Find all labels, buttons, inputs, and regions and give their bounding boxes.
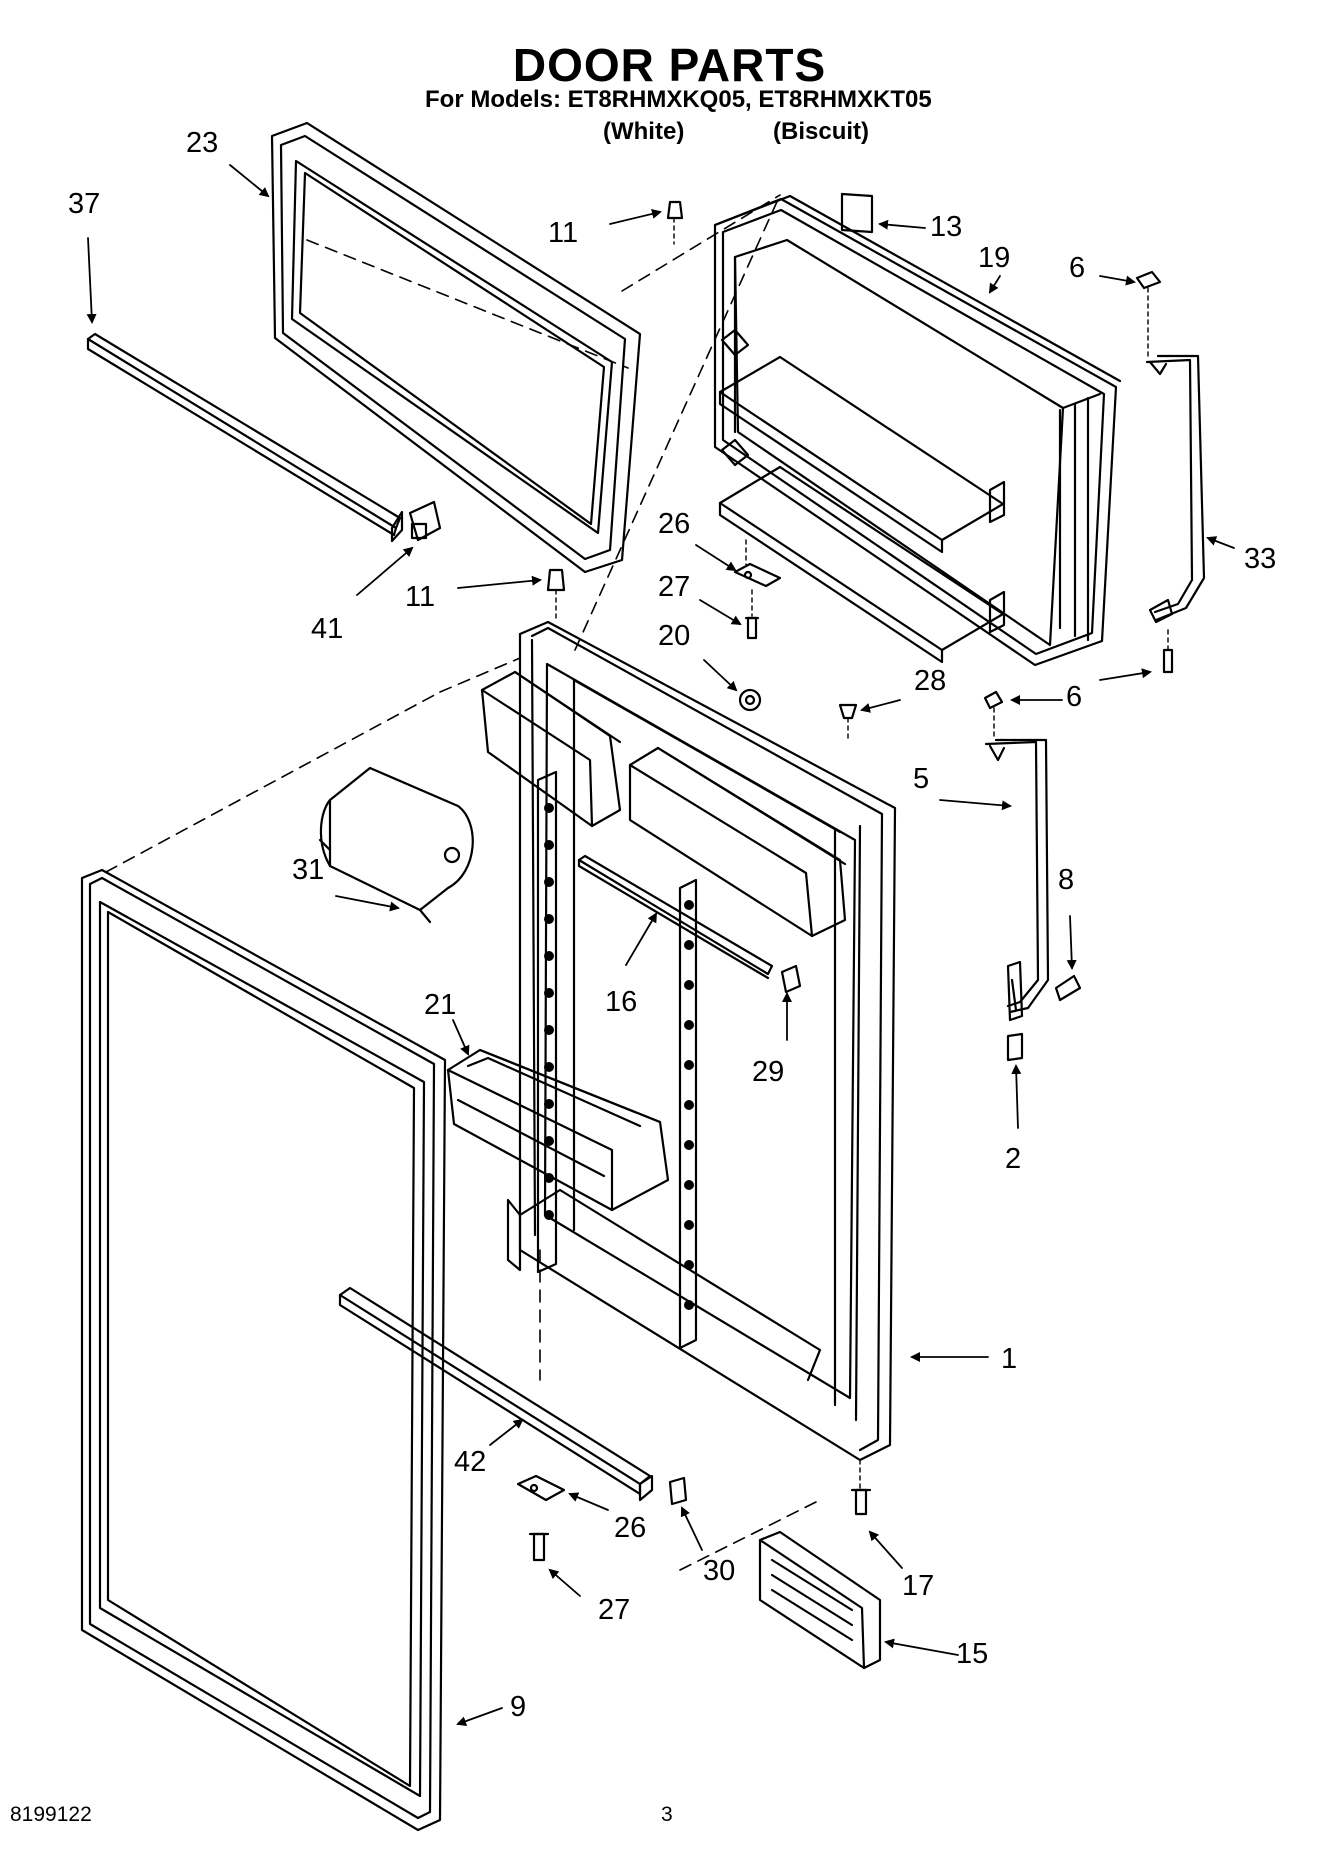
callout-30: 30	[703, 1555, 736, 1587]
toe-grille-panel	[758, 1530, 882, 1670]
document-number: 8199122	[10, 1803, 92, 1826]
callout-28: 28	[914, 665, 947, 697]
callout-41: 41	[311, 613, 344, 645]
callout-23: 23	[186, 127, 219, 159]
callout-42: 42	[454, 1446, 487, 1478]
callout-11-upper: 11	[548, 217, 579, 249]
callout-31: 31	[292, 854, 325, 886]
callout-1: 1	[1001, 1343, 1018, 1375]
callout-17: 17	[902, 1570, 935, 1602]
callout-6-lower: 6	[1066, 681, 1083, 713]
plug-button-middle	[546, 568, 566, 621]
dairy-compartment-door	[318, 766, 474, 924]
fresh-food-handle	[983, 690, 1082, 1062]
callout-6-upper: 6	[1069, 252, 1086, 284]
callout-21: 21	[424, 989, 457, 1021]
callout-29: 29	[752, 1056, 785, 1088]
hinge-bracket-lower	[516, 1474, 566, 1502]
fresh-food-breaker-strip	[338, 1286, 654, 1502]
callout-leaders	[86, 164, 1235, 1726]
fresh-food-door	[480, 620, 897, 1462]
callout-8: 8	[1058, 864, 1075, 896]
plug-button-right	[838, 703, 858, 743]
models-line: For Models: ET8RHMXKQ05, ET8RHMXKT05	[425, 86, 932, 113]
page-title: DOOR PARTS	[512, 39, 827, 91]
ladder-dimples	[544, 803, 694, 1310]
callout-20: 20	[658, 620, 691, 652]
variant-biscuit: (Biscuit)	[773, 118, 869, 145]
fresh-food-door-gasket	[80, 868, 447, 1832]
callout-15: 15	[956, 1638, 989, 1670]
callout-37: 37	[68, 188, 101, 220]
callout-13: 13	[930, 211, 963, 243]
callout-5: 5	[913, 763, 930, 795]
door-stop-screw	[850, 1459, 872, 1516]
bar-end-cap-lower	[668, 1476, 688, 1506]
callout-11-lower: 11	[405, 581, 436, 613]
callout-2: 2	[1005, 1143, 1022, 1175]
callout-27-lower: 27	[598, 1594, 631, 1626]
hinge-screw-upper	[744, 589, 760, 640]
freezer-breaker-strip	[86, 332, 404, 543]
freezer-handle	[1135, 270, 1206, 674]
door-shelf-bin	[446, 1048, 670, 1212]
bar-end-cap-upper	[780, 964, 802, 994]
hinge-bracket-upper	[733, 539, 782, 588]
callout-33: 33	[1244, 543, 1277, 575]
plug-button-upper	[666, 200, 684, 245]
callout-27-upper: 27	[658, 571, 691, 603]
variant-white: (White)	[603, 118, 685, 145]
strip-end-cap	[408, 500, 442, 542]
hinge-screw-lower	[528, 1532, 550, 1562]
callout-16: 16	[605, 986, 638, 1018]
page-number: 3	[661, 1803, 673, 1826]
hinge-washer	[738, 688, 762, 712]
freezer-door-gasket	[270, 121, 642, 574]
alignment-lines-freezer	[306, 194, 781, 651]
callout-26-upper: 26	[658, 508, 691, 540]
shelf-retainer-bar	[577, 854, 774, 980]
callout-9: 9	[510, 1691, 527, 1723]
freezer-door	[713, 194, 1122, 667]
alignment-lines-fresh-food	[105, 657, 821, 1571]
door-label	[840, 192, 874, 234]
callout-19: 19	[978, 242, 1011, 274]
callout-26-lower: 26	[614, 1512, 647, 1544]
